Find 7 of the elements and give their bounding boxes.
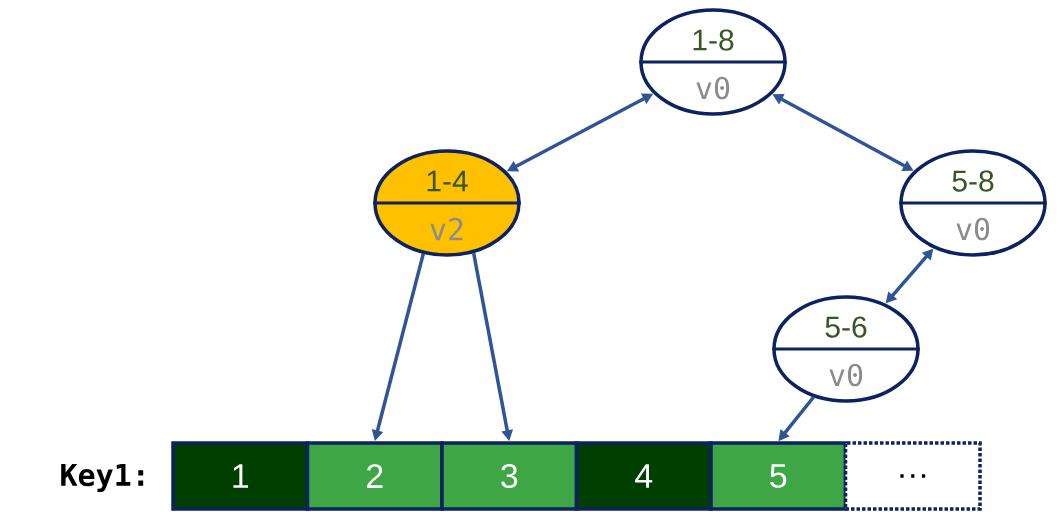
row-label: Key1: (61, 463, 144, 493)
array-cell: … (843, 441, 982, 511)
array-cell: 4 (574, 441, 713, 511)
array-cell: 3 (440, 441, 579, 511)
array-cell: 2 (305, 441, 444, 511)
array-cell: 5 (709, 441, 848, 511)
array-cell: 1 (171, 441, 310, 511)
